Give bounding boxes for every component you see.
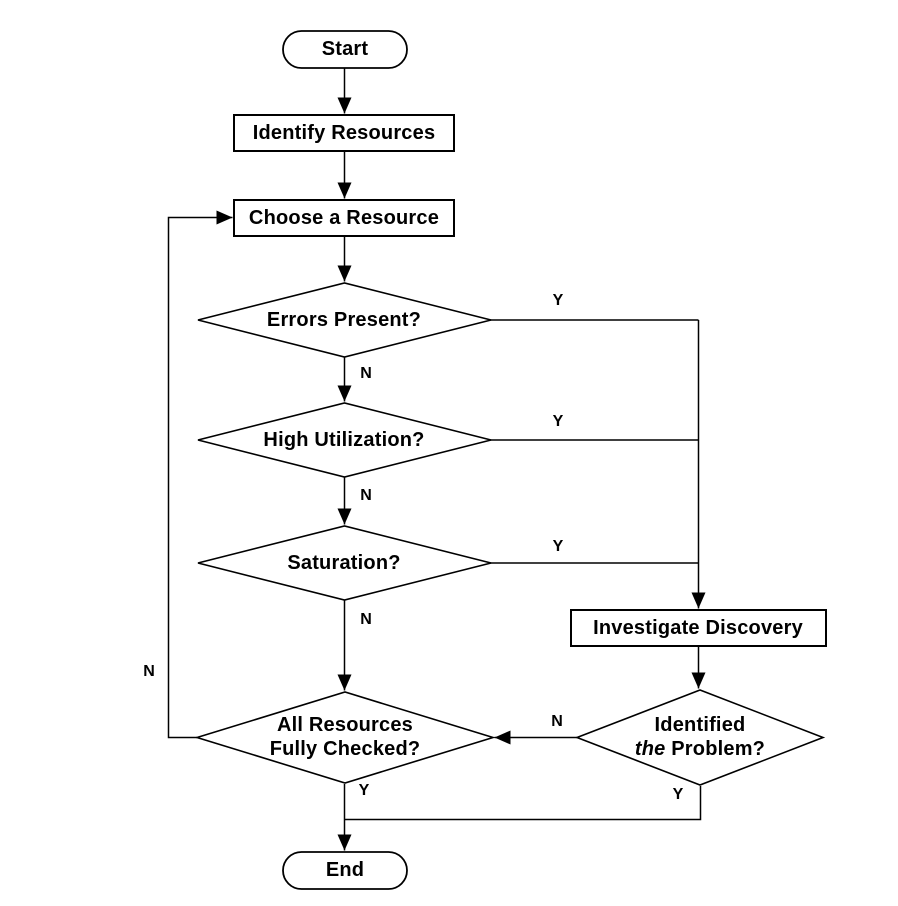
errors-present-label: Errors Present?	[266, 309, 422, 331]
identify-resources-node	[233, 114, 455, 152]
high-utilization-label: High Utilization?	[263, 429, 425, 451]
high-utilization-node	[197, 402, 492, 478]
end-node	[282, 851, 408, 890]
all-resources-line1: All Resources	[277, 714, 413, 736]
checked-yes-label: Y	[358, 782, 370, 799]
choose-resource-label: Choose a Resource	[248, 207, 440, 229]
edge-checked-no-choose-loop	[167, 210, 233, 739]
end-label: End	[325, 859, 365, 881]
identify-resources-label: Identify Resources	[252, 122, 436, 144]
identified-line2-rest: Problem?	[671, 738, 766, 760]
identified-yes-label: Y	[672, 786, 684, 803]
all-resources-checked-node	[194, 691, 496, 784]
utilization-no-label: N	[360, 487, 372, 504]
investigate-discovery-label: Investigate Discovery	[593, 617, 803, 639]
saturation-node	[197, 525, 492, 601]
identified-problem-node	[574, 689, 826, 786]
errors-present-node	[197, 282, 492, 358]
start-node	[282, 30, 408, 69]
saturation-yes-label: Y	[552, 538, 564, 555]
edge-identified-yes-end	[344, 786, 702, 821]
start-label: Start	[321, 38, 369, 60]
choose-resource-node	[233, 199, 455, 237]
investigate-discovery-node	[570, 609, 827, 647]
errors-yes-label: Y	[552, 292, 564, 309]
checked-no-label: N	[143, 663, 155, 680]
identified-line1: Identified	[654, 714, 746, 736]
all-resources-line2: Fully Checked?	[269, 738, 421, 760]
utilization-yes-label: Y	[552, 413, 564, 430]
errors-no-label: N	[360, 365, 372, 382]
saturation-label: Saturation?	[287, 552, 401, 574]
saturation-no-label: N	[360, 611, 372, 628]
identified-line2-italic: the	[634, 738, 666, 760]
identified-no-label: N	[551, 713, 563, 730]
